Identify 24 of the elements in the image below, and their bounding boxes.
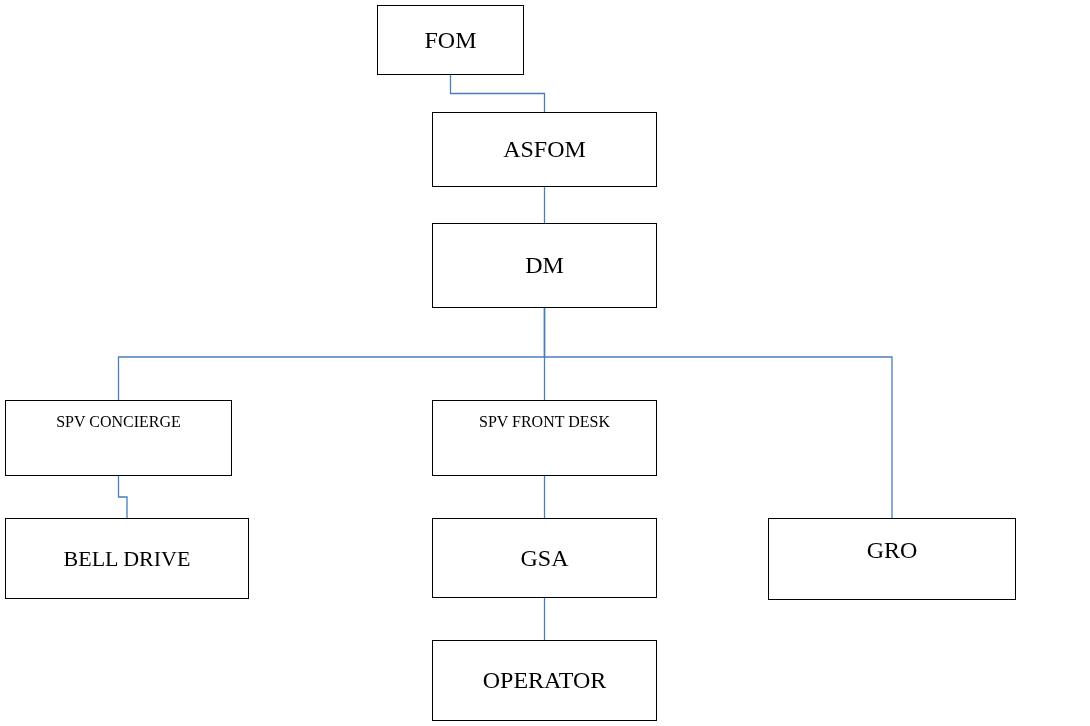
connector-line xyxy=(449,74,546,113)
role-box xyxy=(432,112,657,187)
role-label: FOM xyxy=(424,26,477,54)
connector-line xyxy=(543,186,546,224)
role-label: BELL DRIVE xyxy=(63,545,191,572)
connector-line xyxy=(543,597,546,641)
role-label: DM xyxy=(525,252,564,279)
role-label: GSA xyxy=(520,544,569,572)
role-box xyxy=(432,400,657,476)
role-box xyxy=(432,223,657,308)
role-label: SPV CONCIERGE xyxy=(56,413,181,431)
role-label: GRO xyxy=(866,537,918,564)
role-box xyxy=(768,518,1016,600)
role-box xyxy=(432,640,657,721)
role-label: OPERATOR xyxy=(482,667,607,694)
role-box xyxy=(432,518,657,598)
connector-line xyxy=(117,475,128,519)
connector-line xyxy=(543,307,893,519)
connector-line xyxy=(543,475,546,519)
role-box xyxy=(5,400,232,476)
role-box xyxy=(5,518,249,599)
role-label: ASFOM xyxy=(503,136,586,163)
role-box xyxy=(377,5,524,75)
role-label: SPV FRONT DESK xyxy=(479,413,610,431)
